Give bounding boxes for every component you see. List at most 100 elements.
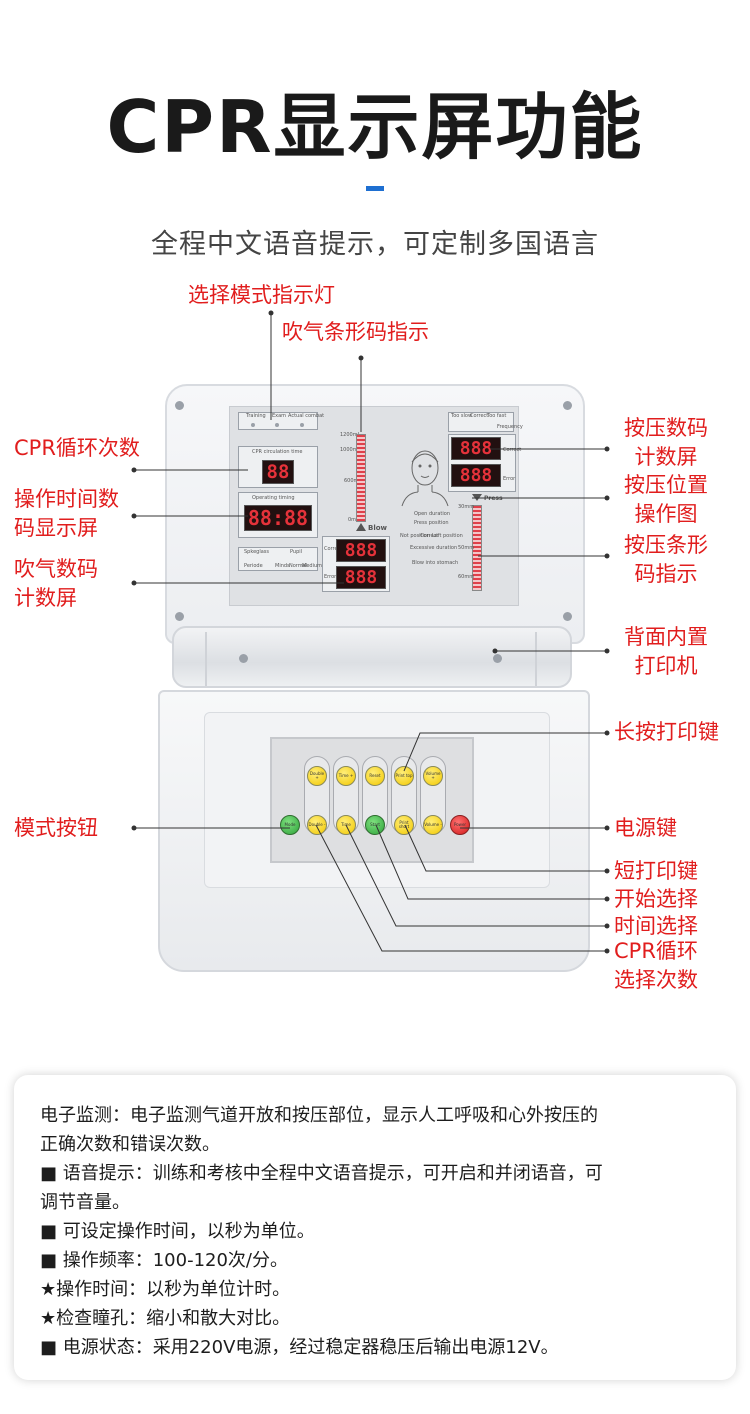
body-note: Open duration [414, 511, 450, 517]
callout-time-select: 时间选择 [614, 914, 698, 938]
callout-op-time-1: 操作时间数 [14, 487, 119, 511]
desc-line: ■ 语音提示：训练和考核中全程中文语音提示，可开启和并闭语音，可 [40, 1163, 603, 1184]
mode-button[interactable]: Mode [280, 815, 300, 835]
press-bar-graph [472, 505, 482, 591]
blow-bar-graph [356, 434, 366, 522]
screw [493, 654, 502, 663]
spk-sub: Periode [244, 563, 263, 569]
pupil-box [238, 547, 318, 571]
press-too-fast: Too fast [487, 413, 507, 419]
body-note: Not position [400, 533, 431, 539]
press-scale: 50mm [458, 545, 475, 551]
spk-sub: Minds [275, 563, 290, 569]
volume-minus-button[interactable]: Volume - [423, 815, 443, 835]
print-long-button[interactable]: Print top [394, 766, 414, 786]
blow-correct-display: 888 [336, 539, 386, 562]
blow-error-label: Error [324, 574, 337, 580]
double-minus-button[interactable]: Double - [307, 815, 327, 835]
spk-label: Spkeglass [244, 549, 269, 555]
callout-lines [131, 310, 610, 954]
callout-press-pos-2: 操作图 [634, 502, 698, 526]
body-note: Left position [432, 533, 463, 539]
description-card: 电子监测：电子监测气道开放和按压部位，显示人工呼吸和心外按压的 正确次数和错误次… [14, 1075, 736, 1380]
time-plus-button[interactable]: Time + [336, 766, 356, 786]
callout-blow-bar: 吹气条形码指示 [282, 320, 429, 344]
press-error-label: Error [503, 476, 516, 482]
callout-op-time-2: 码显示屏 [14, 516, 98, 540]
press-correct-freq: Correct [470, 413, 489, 419]
callout-power-key: 电源键 [614, 816, 677, 840]
operating-timing-display: 88:88 [244, 505, 312, 531]
blow-scale: 600mL [344, 478, 362, 484]
callout-blow-digit-1: 吹气数码 [14, 557, 98, 581]
title-accent-bar [366, 186, 384, 191]
callout-long-print: 长按打印键 [614, 720, 719, 744]
press-scale: 30mm [458, 504, 475, 510]
press-correct-label: Correct [503, 447, 522, 453]
press-frequency-box [448, 412, 514, 432]
desc-line: ■ 电源状态：采用220V电源，经过稳定器稳压后输出电源12V。 [40, 1337, 559, 1358]
start-button[interactable]: Start [365, 815, 385, 835]
screw [175, 401, 184, 410]
press-too-slow: Too slow [451, 413, 473, 419]
callout-blow-digit-2: 计数屏 [14, 586, 77, 610]
callout-press-bar-1: 按压条形 [624, 533, 708, 557]
desc-line: 正确次数和错误次数。 [40, 1134, 220, 1155]
spk-sub: Normal [289, 563, 308, 569]
mode-led [251, 423, 255, 427]
callout-start-select: 开始选择 [614, 887, 698, 911]
hinge-seam [205, 632, 207, 686]
body-note: Excessive duration [410, 545, 458, 551]
body-note: Correct [420, 533, 439, 539]
screw [563, 612, 572, 621]
screw [563, 401, 572, 410]
print-short-button[interactable]: Print short [394, 815, 414, 835]
desc-line: 调节音量。 [40, 1192, 130, 1213]
page-title: CPR显示屏功能 [106, 85, 644, 169]
double-plus-button[interactable]: Double + [307, 766, 327, 786]
mode-actual: Actual combat [288, 413, 325, 419]
blow-error-display: 888 [336, 566, 386, 589]
spk-sub: Medium [302, 563, 322, 569]
press-error-display: 888 [451, 464, 501, 487]
volume-plus-button[interactable]: Volume + [423, 766, 443, 786]
cpr-circulation-display: 88 [262, 460, 294, 484]
mode-indicator-box [238, 412, 318, 430]
callout-mode-button: 模式按钮 [14, 816, 98, 840]
callout-printer-2: 打印机 [634, 654, 698, 678]
desc-line: ■ 操作频率：100-120次/分。 [40, 1250, 289, 1271]
callout-press-digit-2: 计数屏 [634, 445, 698, 469]
callout-cpr-cycles: CPR循环次数 [14, 436, 140, 460]
callout-mode-indicator: 选择模式指示灯 [188, 283, 335, 307]
hinge-seam [535, 632, 537, 686]
body-note: Press position [414, 520, 449, 526]
blow-label: Blow [368, 524, 388, 532]
blow-scale: 1200mL [340, 432, 361, 438]
operating-timing-label: Operating timing [252, 495, 295, 501]
blow-scale: 0mL [348, 517, 359, 523]
callout-press-digit-1: 按压数码 [624, 416, 708, 440]
callout-cpr-select-2: 选择次数 [614, 968, 698, 992]
screw [175, 612, 184, 621]
blow-scale: 1000mL [340, 447, 361, 453]
pupil-label: Pupil [290, 549, 303, 555]
page-subtitle: 全程中文语音提示，可定制多国语言 [151, 229, 599, 260]
mode-exam: Exam [272, 413, 287, 419]
press-frequency: Frequency [497, 424, 523, 430]
device-hinge [172, 626, 572, 688]
human-figure-icon [401, 450, 449, 507]
callout-printer-1: 背面内置 [624, 625, 708, 649]
screw [239, 654, 248, 663]
press-scale: 60mm [458, 574, 475, 580]
reset-button[interactable]: Reset [365, 766, 385, 786]
body-note: Blow into stomach [412, 560, 459, 566]
callout-press-pos-1: 按压位置 [624, 473, 708, 497]
desc-line: ■ 可设定操作时间，以秒为单位。 [40, 1221, 315, 1242]
callout-cpr-select-1: CPR循环 [614, 939, 698, 963]
press-correct-display: 888 [451, 437, 501, 460]
desc-line: ★操作时间：以秒为单位计时。 [40, 1279, 291, 1300]
mode-led [300, 423, 304, 427]
callout-short-print: 短打印键 [614, 859, 698, 883]
mode-led [275, 423, 279, 427]
power-button[interactable]: Power [450, 815, 470, 835]
